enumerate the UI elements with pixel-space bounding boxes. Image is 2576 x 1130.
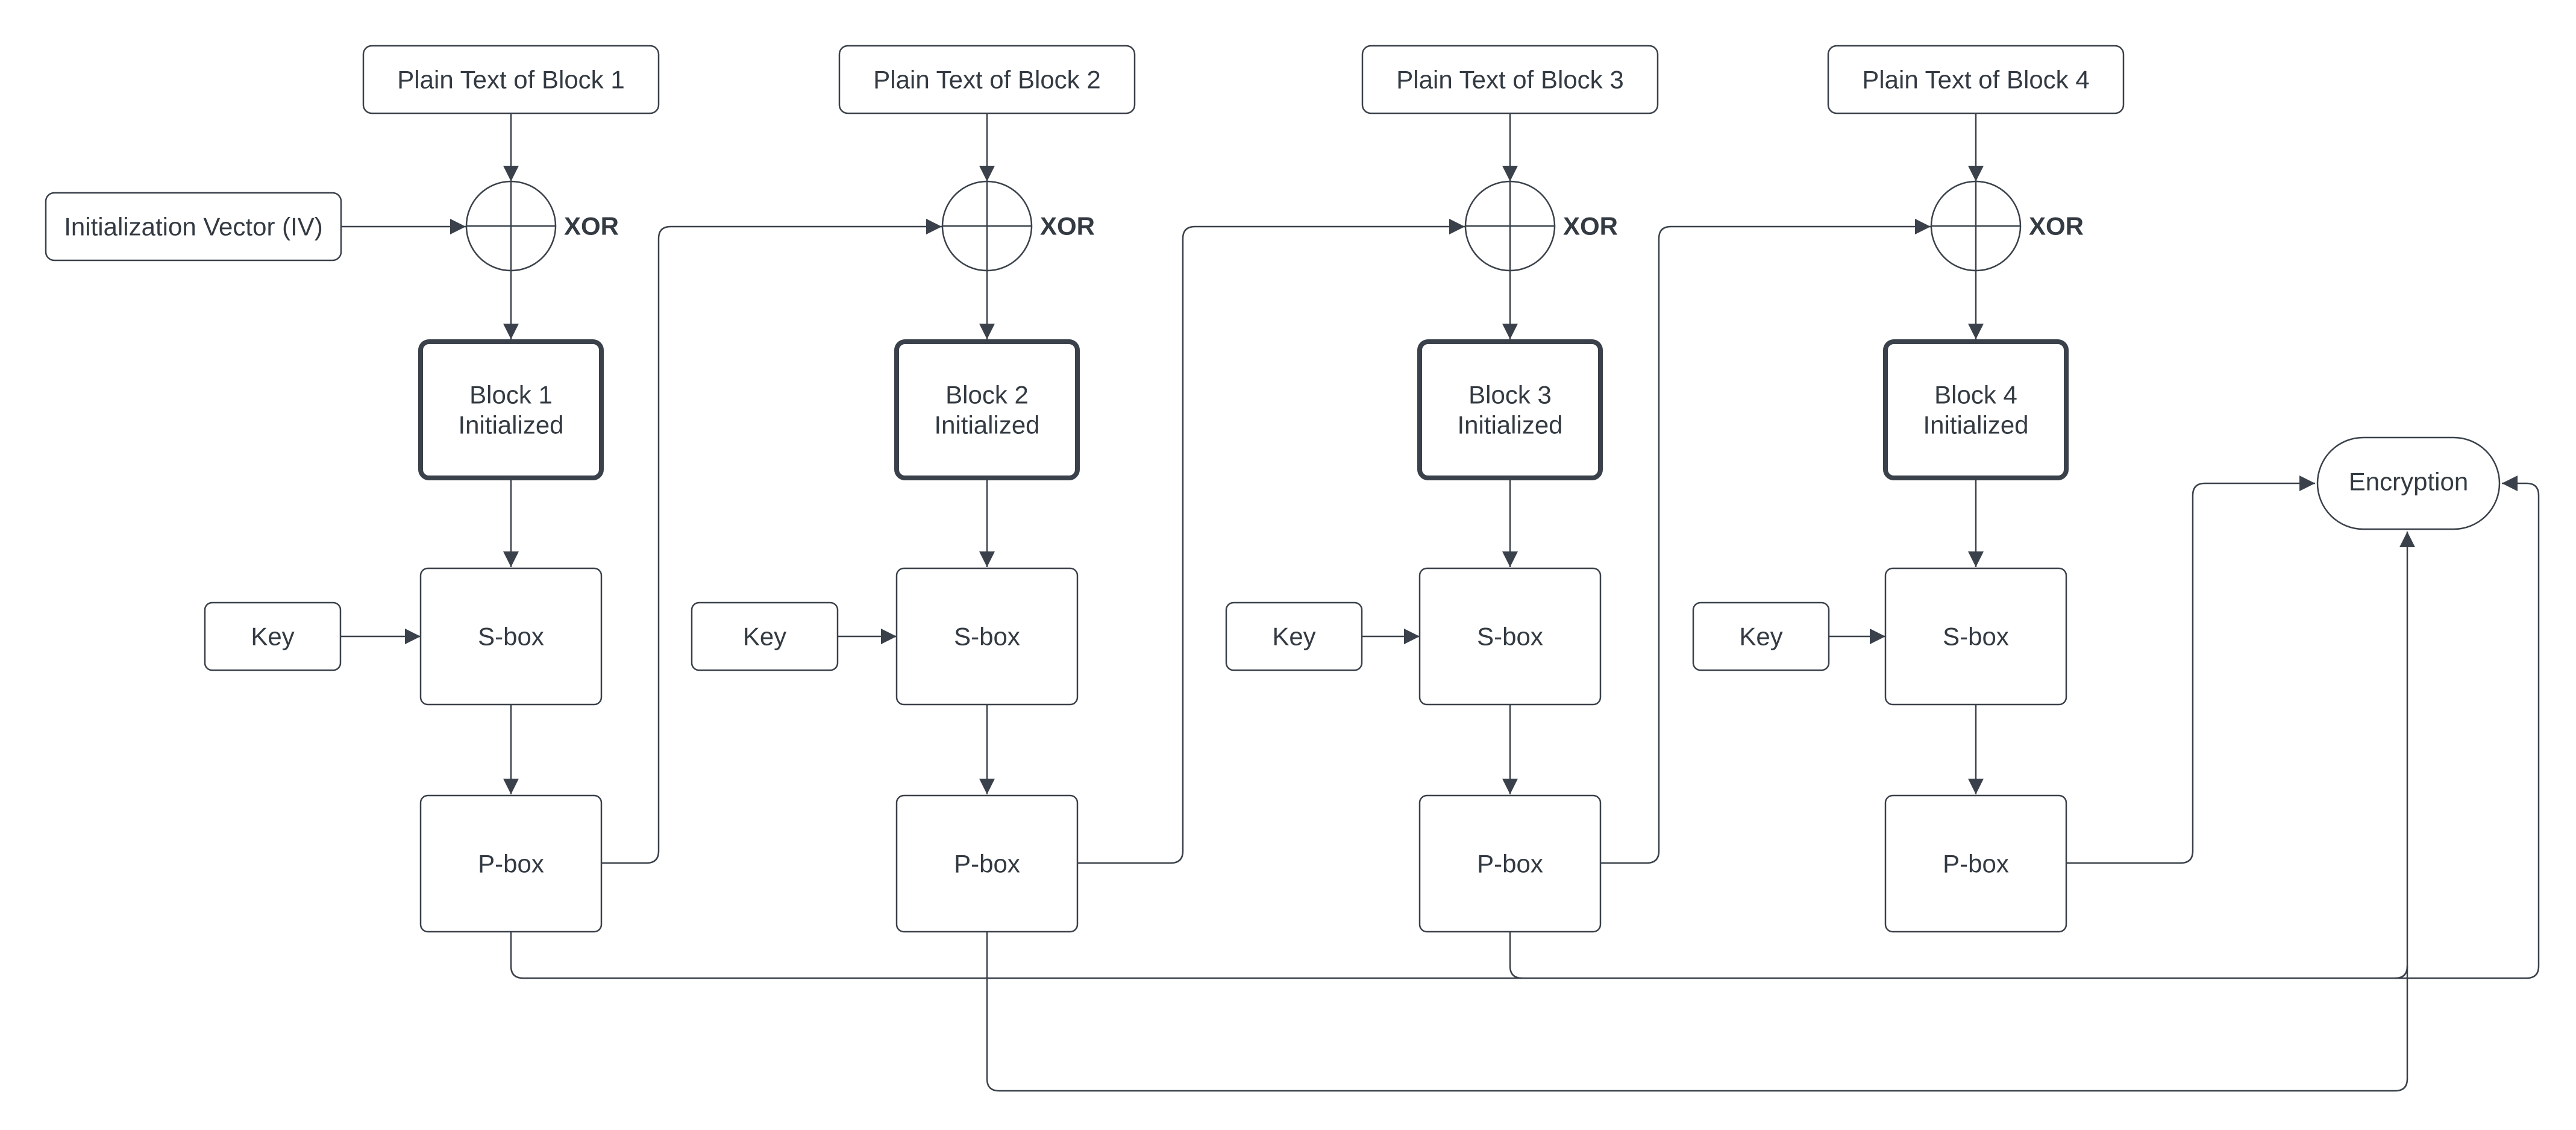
plain-text-block-3-shape	[1361, 45, 1659, 115]
pbox-4-to-encryption	[2066, 476, 2315, 864]
block-initialized-2-label: Initialized	[934, 411, 1039, 439]
plain-text-block-1-shape	[362, 45, 660, 115]
key-4: Key	[1692, 601, 1830, 671]
block-initialized-4-shape	[1883, 339, 2069, 480]
pbox-2-to-xor-3	[1077, 219, 1465, 864]
plain-text-block-2: Plain Text of Block 2	[838, 45, 1136, 115]
pbox-2: P-box	[895, 794, 1079, 933]
pbox-1-shape	[419, 794, 603, 933]
pbox-2-bus-to-encryption	[986, 532, 2415, 1092]
pbox-2-label: P-box	[954, 850, 1020, 878]
key-3: Key	[1225, 601, 1363, 671]
pbox-3-shape	[1418, 794, 1602, 933]
block-initialized-1-label: Initialized	[458, 411, 563, 439]
xor-label: XOR	[2029, 212, 2084, 240]
key-2: Key	[691, 601, 839, 671]
xor-label: XOR	[1040, 212, 1095, 240]
key-2-shape	[691, 601, 839, 671]
plain-text-block-1: Plain Text of Block 1	[362, 45, 660, 115]
sbox-1-label: S-box	[478, 623, 544, 651]
encryption-label: Encryption	[2349, 468, 2468, 496]
block-initialized-1-shape	[418, 339, 604, 480]
sbox-3-label: S-box	[1477, 623, 1543, 651]
pbox-2-shape	[895, 794, 1079, 933]
sbox-4: S-box	[1884, 567, 2067, 706]
plain-text-block-4: Plain Text of Block 4	[1827, 45, 2125, 115]
sbox-3: S-box	[1418, 567, 1602, 706]
xor-4: XOR	[1930, 180, 2084, 272]
xor-label: XOR	[1563, 212, 1618, 240]
pbox-1-to-xor-2	[601, 219, 942, 864]
block-initialized-4-label: Initialized	[1923, 411, 2028, 439]
block-initialized-2-shape	[894, 339, 1080, 480]
plain-text-block-4-label: Plain Text of Block 4	[1862, 66, 2089, 94]
pbox-4-label: P-box	[1943, 850, 2009, 878]
key-1-label: Key	[251, 623, 294, 651]
pbox-3-to-xor-4	[1600, 219, 1931, 864]
block-initialized-1-label: Block 1	[469, 381, 553, 409]
plain-text-block-3-label: Plain Text of Block 3	[1396, 66, 1623, 94]
key-1: Key	[204, 601, 342, 671]
pbox-3: P-box	[1418, 794, 1602, 933]
key-3-shape	[1225, 601, 1363, 671]
key-2-label: Key	[743, 623, 786, 651]
pbox-1: P-box	[419, 794, 603, 933]
pbox-4-shape	[1884, 794, 2067, 933]
plain-text-block-2-label: Plain Text of Block 2	[873, 66, 1100, 94]
pbox-3-label: P-box	[1477, 850, 1543, 878]
block-initialized-3-label: Initialized	[1457, 411, 1562, 439]
xor-label: XOR	[564, 212, 619, 240]
encryption-node: Encryption	[2316, 436, 2501, 530]
key-3-label: Key	[1272, 623, 1315, 651]
iv-box-label: Initialization Vector (IV)	[64, 213, 323, 241]
block-initialized-3-shape	[1417, 339, 1603, 480]
key-1-shape	[204, 601, 342, 671]
xor-1: XOR	[465, 180, 619, 272]
nodes: Initialization Vector (IV) Plain Text of …	[45, 45, 2501, 933]
sbox-2-label: S-box	[954, 623, 1020, 651]
plain-text-block-2-shape	[838, 45, 1136, 115]
connectors	[340, 113, 2540, 1092]
plain-text-block-3: Plain Text of Block 3	[1361, 45, 1659, 115]
key-4-label: Key	[1739, 623, 1782, 651]
plain-text-block-1-label: Plain Text of Block 1	[397, 66, 624, 94]
pbox-3-bus-join	[1509, 932, 1523, 979]
bus-join-vertical	[2395, 965, 2408, 979]
sbox-1-shape	[419, 567, 603, 706]
sbox-2: S-box	[895, 567, 1079, 706]
xor-3: XOR	[1464, 180, 1618, 272]
sbox-1: S-box	[419, 567, 603, 706]
block-initialized-4-label: Block 4	[1934, 381, 2017, 409]
key-4-shape	[1692, 601, 1830, 671]
block-initialized-3-label: Block 3	[1468, 381, 1552, 409]
pbox-1-label: P-box	[478, 850, 544, 878]
plain-text-block-4-shape	[1827, 45, 2125, 115]
encryption-shape	[2316, 436, 2501, 530]
pbox-1-bus-to-encryption	[510, 476, 2540, 979]
sbox-4-shape	[1884, 567, 2067, 706]
block-initialized-2-label: Block 2	[945, 381, 1029, 409]
sbox-3-shape	[1418, 567, 1602, 706]
iv-box-shape	[45, 192, 342, 262]
sbox-4-label: S-box	[1943, 623, 2009, 651]
sbox-2-shape	[895, 567, 1079, 706]
pbox-4: P-box	[1884, 794, 2067, 933]
xor-2: XOR	[941, 180, 1095, 272]
iv-box: Initialization Vector (IV)	[45, 192, 342, 262]
